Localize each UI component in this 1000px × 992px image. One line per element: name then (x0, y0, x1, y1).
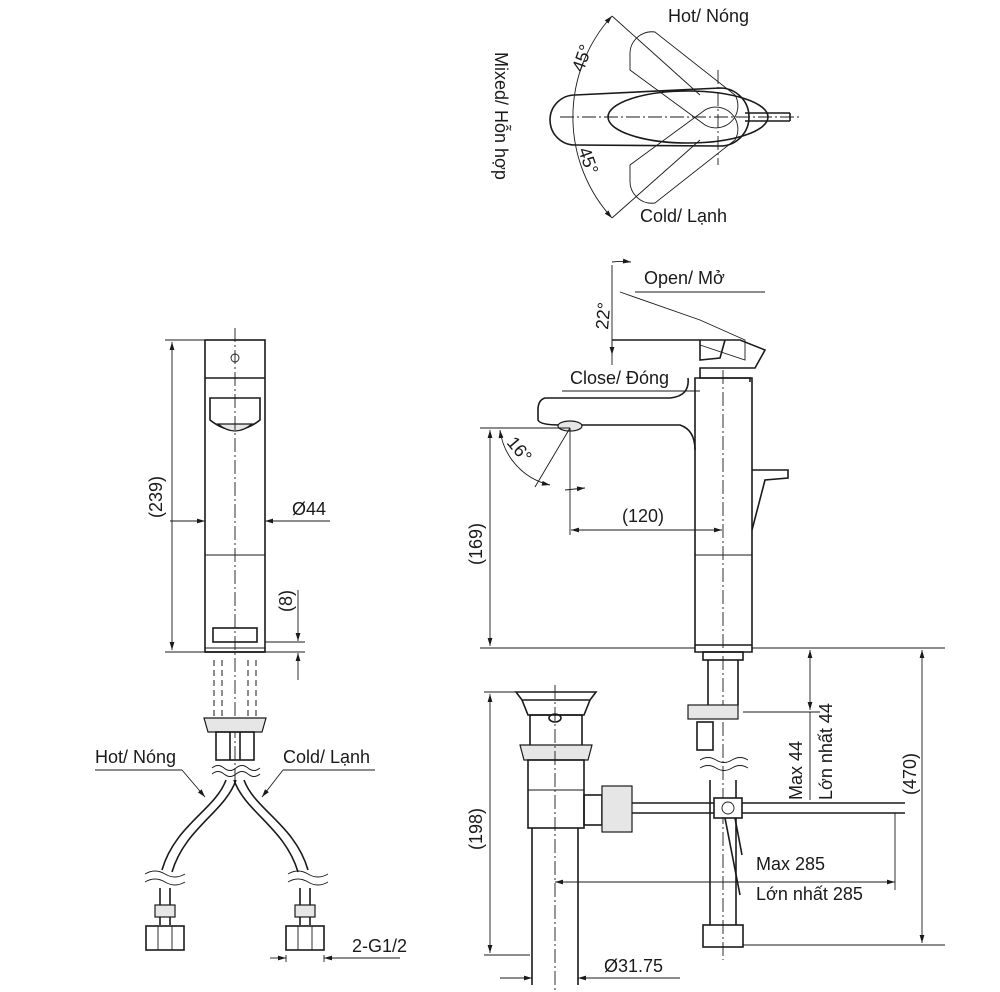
front-shank-bottom (215, 731, 255, 761)
spout-angle-label: 16° (503, 433, 536, 467)
side-hose-nut (702, 924, 744, 948)
drain-flange-nut (519, 744, 593, 761)
top-angle-upper: 45° (568, 42, 596, 74)
drain-diameter-label: Ø31.75 (604, 956, 663, 976)
top-angle-lower: 45° (574, 145, 602, 177)
front-hot-hose (161, 779, 227, 871)
lever-angle-label: 22° (592, 301, 614, 330)
max-44-vi: Lớn nhất 44 (816, 703, 836, 800)
handle-hot-outline (629, 31, 739, 129)
open-label: Open/ Mở (644, 268, 725, 288)
top-cold-label: Cold/ Lạnh (640, 206, 727, 226)
side-spout (537, 377, 696, 451)
lift-rod-handle (751, 469, 789, 531)
handle-cold-outline (629, 106, 739, 204)
dim-thread-label: 2-G1/2 (352, 936, 407, 956)
dim-198-label: (198) (466, 808, 486, 850)
dim-470-label: (470) (900, 753, 920, 795)
dim-169-label: (169) (466, 523, 486, 565)
top-hot-label: Hot/ Nóng (668, 6, 749, 26)
rotation-arc (572, 15, 613, 219)
drain-cap (514, 691, 598, 701)
front-hot-nut (145, 925, 185, 951)
front-cold-nut (285, 925, 325, 951)
front-cold-hose (243, 779, 309, 871)
drain-body-mid (527, 759, 585, 829)
max-44-en: Max 44 (786, 741, 806, 800)
dim-239-label: (239) (146, 476, 166, 518)
side-body (694, 377, 753, 653)
max-285-vi: Lớn nhất 285 (756, 884, 863, 904)
max-285-en: Max 285 (756, 854, 825, 874)
front-mount-nut (203, 717, 267, 733)
side-view: Open/ Mở Close/ Đóng 22° 16° (120) (169)… (466, 258, 945, 990)
side-mount-nut (687, 704, 739, 720)
top-view: Hot/ Nóng Cold/ Lạnh Mixed/ Hỗn hợp 45° … (491, 6, 800, 226)
front-view: (239) Ø44 (8) Hot/ Nóng Cold/ Lạnh 2-G1/… (95, 328, 407, 962)
front-hot-label: Hot/ Nóng (95, 747, 176, 767)
lever-open-outline (619, 291, 746, 361)
dim-diameter-44: Ø44 (292, 499, 326, 519)
dim-8-label: (8) (276, 590, 296, 612)
close-label: Close/ Đóng (570, 368, 669, 388)
top-mixed-label: Mixed/ Hỗn hợp (491, 52, 512, 180)
drain-pivot-nut (601, 785, 633, 833)
front-cold-label: Cold/ Lạnh (283, 747, 370, 767)
dim-120-label: (120) (622, 506, 664, 526)
